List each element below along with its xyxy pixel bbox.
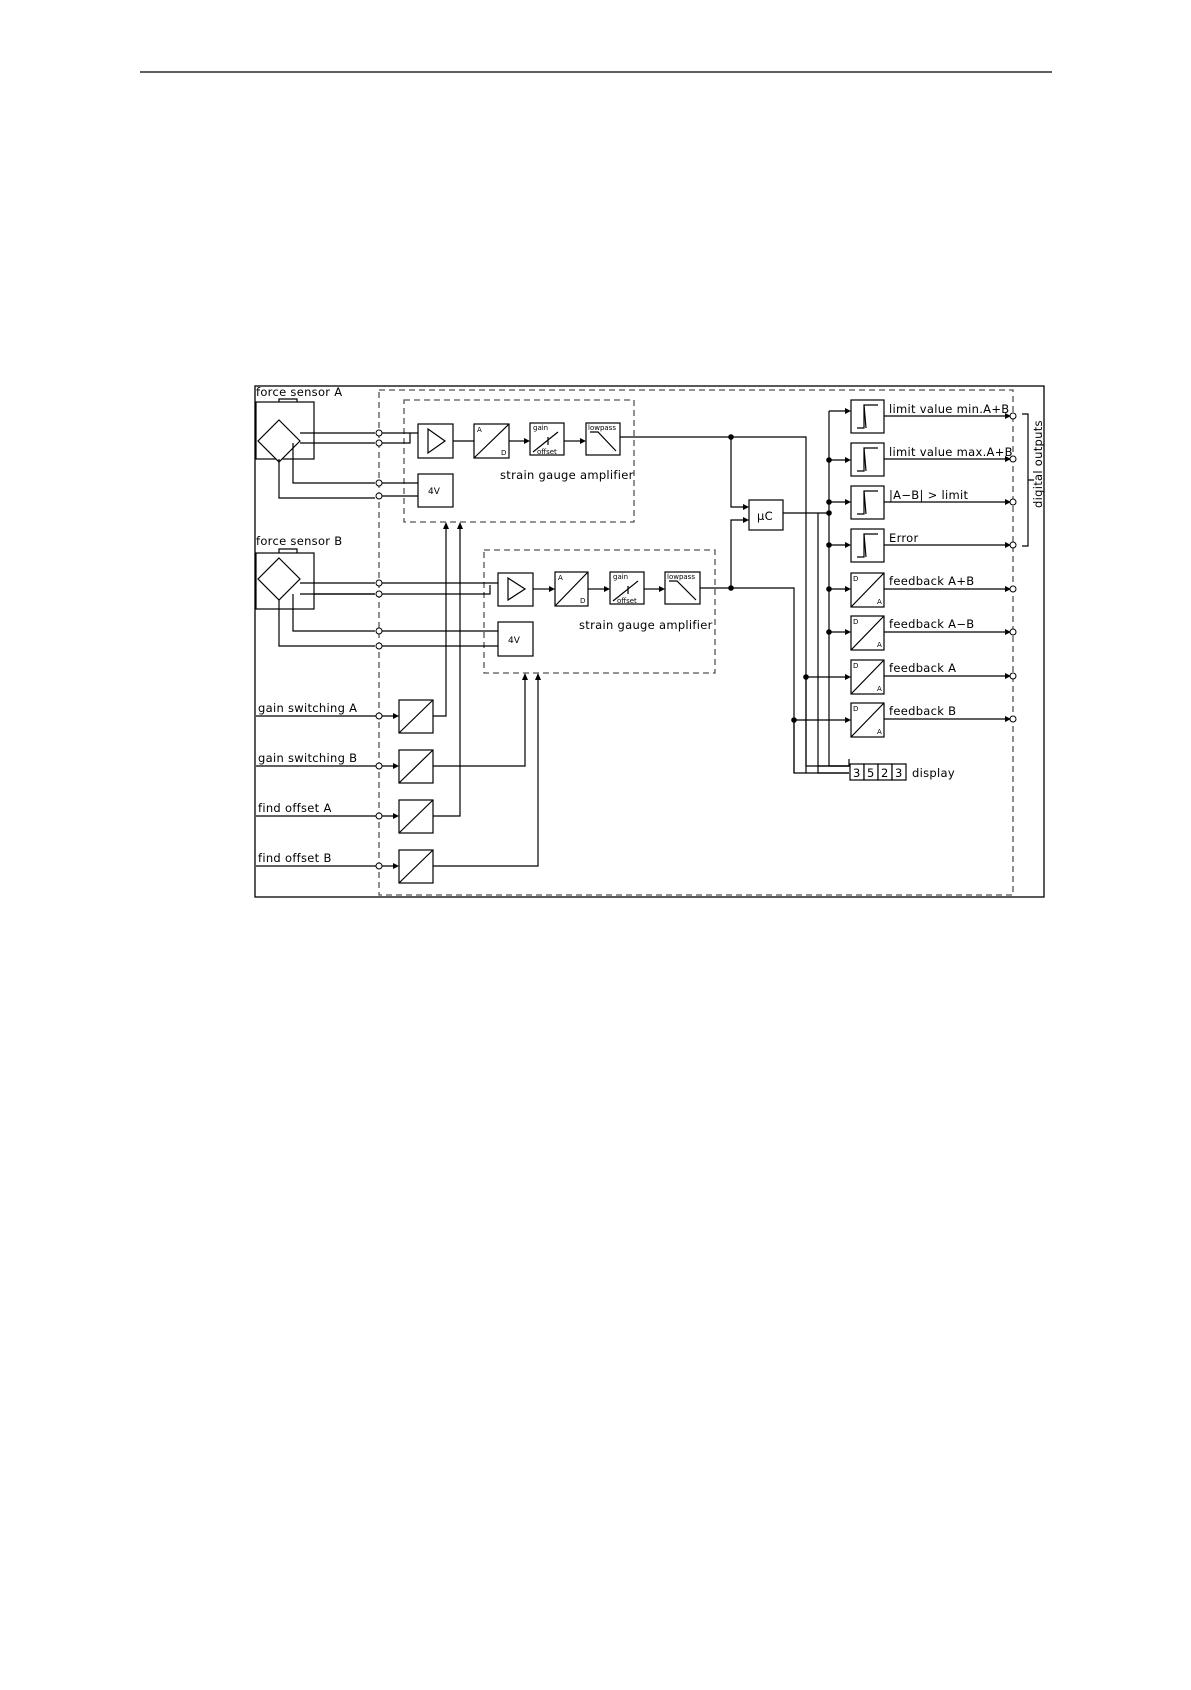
amplifier-b-lowpass-icon — [664, 571, 701, 605]
microcontroller-label: μC — [757, 509, 773, 523]
svg-text:D: D — [853, 618, 858, 626]
terminal — [375, 862, 383, 870]
svg-text:D: D — [853, 575, 858, 583]
digital-outputs-brace — [1022, 413, 1034, 547]
output-feedback-a-label: feedback A — [889, 661, 956, 675]
output-terminal — [1009, 412, 1017, 420]
svg-text:A: A — [877, 641, 882, 649]
svg-text:A: A — [877, 728, 882, 736]
amplifier-a-lowpass-icon — [585, 422, 621, 456]
display-label: display — [912, 766, 955, 780]
limit-max-comparator-icon — [850, 442, 885, 477]
svg-text:offset: offset — [537, 448, 557, 456]
terminal — [375, 429, 383, 437]
limit-diff-comparator-icon — [850, 485, 885, 520]
svg-text:A: A — [877, 685, 882, 693]
terminal — [375, 627, 383, 635]
svg-text:D: D — [853, 662, 858, 670]
amplifier-a-gain-offset-icon — [529, 422, 565, 456]
input-find-offset-b-label: find offset B — [258, 851, 332, 865]
amplifier-a-opamp-icon — [417, 423, 454, 459]
bridge-b-icon — [255, 552, 315, 610]
terminal — [375, 642, 383, 650]
output-error-label: Error — [889, 531, 919, 545]
output-terminal — [1009, 541, 1017, 549]
input-find-offset-b-converter-icon — [398, 849, 434, 884]
input-gain-switching-a-label: gain switching A — [258, 701, 357, 715]
output-limit-min-label: limit value min.A+B — [889, 402, 1009, 416]
force-sensor-a-label: force sensor A — [256, 385, 342, 399]
output-terminal — [1009, 585, 1017, 593]
output-terminal — [1009, 628, 1017, 636]
feedback-b-dac-icon — [850, 702, 885, 738]
output-terminal — [1009, 498, 1017, 506]
display-digits — [849, 763, 907, 781]
input-gain-switching-b-converter-icon — [398, 749, 434, 784]
feedback-a-plus-b-dac-icon — [850, 572, 885, 608]
output-limit-max-label: limit value max.A+B — [889, 445, 1013, 459]
svg-text:A: A — [558, 574, 563, 582]
terminal — [375, 762, 383, 770]
svg-text:gain: gain — [613, 573, 628, 581]
amplifier-b-gain-offset-icon — [609, 571, 645, 605]
svg-text:lowpass: lowpass — [588, 424, 616, 432]
output-feedback-a-plus-b-label: feedback A+B — [889, 574, 974, 588]
force-sensor-b-label: force sensor B — [256, 534, 342, 548]
svg-text:gain: gain — [533, 424, 548, 432]
terminal — [375, 492, 383, 500]
svg-text:D: D — [853, 705, 858, 713]
svg-text:D: D — [501, 449, 506, 457]
error-comparator-icon — [850, 528, 885, 563]
output-terminal — [1009, 672, 1017, 680]
terminal — [375, 590, 383, 598]
output-feedback-a-minus-b-label: feedback A−B — [889, 617, 974, 631]
input-gain-switching-a-converter-icon — [398, 699, 434, 734]
terminal — [375, 479, 383, 487]
svg-text:A: A — [477, 426, 482, 434]
svg-text:4V: 4V — [508, 636, 521, 646]
feedback-a-dac-icon — [850, 659, 885, 695]
terminal — [375, 712, 383, 720]
terminal — [375, 579, 383, 587]
input-find-offset-a-label: find offset A — [258, 801, 332, 815]
diagram-frame — [254, 385, 1045, 898]
digital-outputs-label: digital outputs — [1031, 420, 1045, 508]
output-terminal — [1009, 715, 1017, 723]
svg-text:offset: offset — [617, 597, 637, 605]
amplifier-a-boundary — [403, 399, 635, 523]
svg-text:lowpass: lowpass — [667, 573, 695, 581]
svg-text:A: A — [877, 598, 882, 606]
terminal — [375, 439, 383, 447]
amplifier-a-adc-icon — [473, 423, 510, 459]
amplifier-b-boundary — [483, 549, 716, 674]
bridge-a-icon — [255, 401, 315, 463]
svg-text:4V: 4V — [428, 487, 441, 497]
amplifier-a-supply-icon — [417, 473, 454, 508]
svg-text:D: D — [580, 597, 585, 605]
display-digit: 3 — [853, 766, 861, 780]
input-find-offset-a-converter-icon — [398, 799, 434, 834]
terminal — [375, 812, 383, 820]
output-limit-diff-label: |A−B| > limit — [889, 488, 968, 502]
feedback-a-minus-b-dac-icon — [850, 615, 885, 651]
amplifier-b-opamp-icon — [497, 572, 534, 607]
device-boundary — [378, 389, 1014, 896]
amplifier-b-label: strain gauge amplifier — [579, 618, 713, 632]
input-gain-switching-b-label: gain switching B — [258, 751, 357, 765]
output-terminal — [1009, 455, 1017, 463]
output-feedback-b-label: feedback B — [889, 704, 956, 718]
display-digit: 3 — [895, 766, 903, 780]
amplifier-b-supply-icon — [497, 621, 534, 657]
display-digit: 2 — [881, 766, 889, 780]
limit-min-comparator-icon — [850, 399, 885, 434]
amplifier-a-label: strain gauge amplifier — [500, 468, 634, 482]
microcontroller-box — [748, 499, 784, 531]
display-digit: 5 — [867, 766, 875, 780]
